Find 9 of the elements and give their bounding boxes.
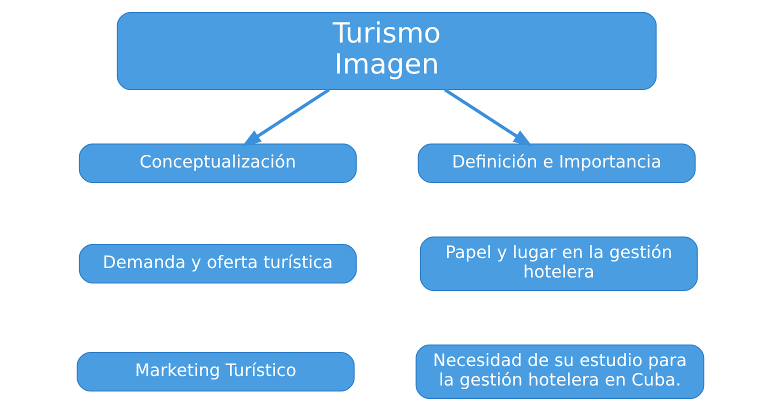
node-box: Definición e Importancia — [417, 144, 696, 184]
node-box: Necesidad de su estudio para la gestión hotelera en Cuba. — [415, 344, 704, 399]
node-box: Turismo Imagen — [116, 12, 656, 90]
node-box: Marketing Turístico — [76, 352, 354, 392]
arrow — [443, 88, 532, 147]
node-box: Demanda y oferta turística — [78, 244, 356, 284]
node-box: Conceptualización — [78, 144, 356, 184]
arrow — [241, 88, 330, 147]
node-box: Papel y lugar en la gestión hotelera — [419, 236, 698, 292]
